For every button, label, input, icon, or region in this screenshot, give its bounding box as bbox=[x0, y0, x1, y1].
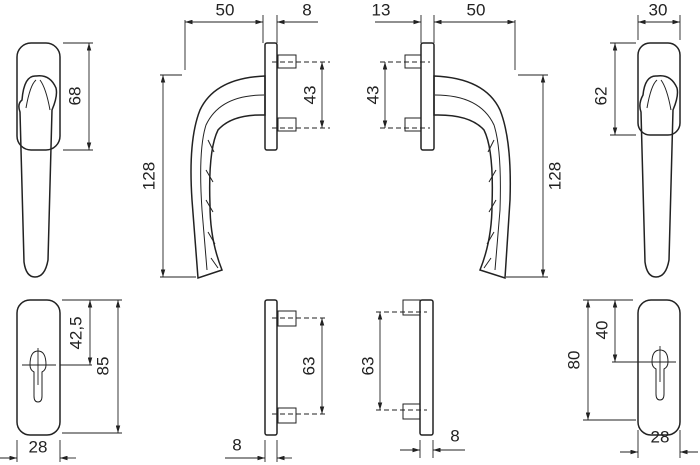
dim-13: 13 bbox=[372, 0, 391, 19]
plate-front-right: 40 80 28 bbox=[564, 299, 698, 458]
dim-42-5: 42,5 bbox=[66, 316, 85, 349]
dim-63-right: 63 bbox=[358, 357, 377, 376]
dim-128-left: 128 bbox=[139, 162, 158, 190]
dim-40: 40 bbox=[592, 321, 611, 340]
dim-50-left: 50 bbox=[216, 0, 235, 19]
dim-43-right: 43 bbox=[363, 86, 382, 105]
dim-63-left: 63 bbox=[299, 357, 318, 376]
plate-front-left: 42,5 85 28 bbox=[0, 299, 122, 462]
dim-8-bottom-left: 8 bbox=[232, 435, 241, 454]
side-view-right: 13 50 43 128 bbox=[363, 0, 564, 280]
dim-62: 62 bbox=[591, 87, 610, 106]
dim-128-right: 128 bbox=[545, 162, 564, 190]
plate-side-left: 63 8 bbox=[225, 299, 328, 462]
front-view-left: 68 bbox=[16, 42, 93, 278]
dim-30: 30 bbox=[649, 0, 668, 19]
side-view-left: 50 8 43 128 bbox=[139, 0, 330, 280]
plate-side-right: 63 8 bbox=[358, 299, 465, 458]
dim-8-bottom-right: 8 bbox=[450, 426, 459, 445]
front-view-right: 62 30 bbox=[591, 0, 681, 278]
dim-85: 85 bbox=[93, 357, 112, 376]
dim-8-top-left: 8 bbox=[302, 0, 311, 19]
dim-28-right: 28 bbox=[651, 427, 670, 446]
dim-68: 68 bbox=[65, 87, 84, 106]
dim-28-left: 28 bbox=[29, 437, 48, 456]
dim-80: 80 bbox=[564, 351, 583, 370]
dim-43-left: 43 bbox=[300, 86, 319, 105]
dim-50-right: 50 bbox=[467, 0, 486, 19]
